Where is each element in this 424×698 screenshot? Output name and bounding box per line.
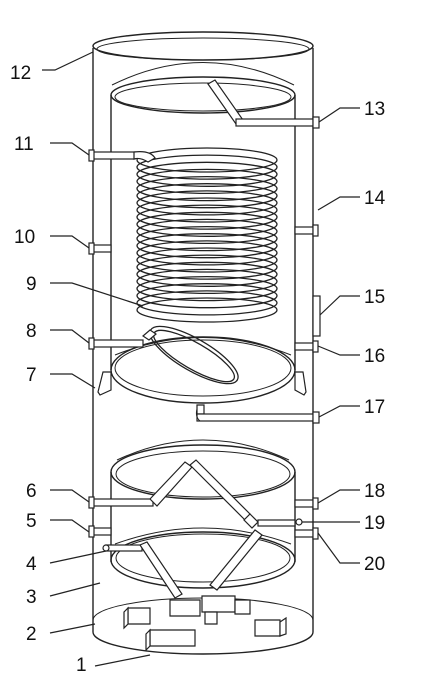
support-legs <box>97 371 307 396</box>
coil-turn <box>136 161 278 187</box>
coil-turn <box>136 297 278 323</box>
callout-16: 16 <box>364 346 385 367</box>
callout-9: 9 <box>26 274 37 295</box>
leader-7 <box>50 373 96 389</box>
upper-bottom-outlet <box>195 404 320 424</box>
leader-10 <box>50 235 90 249</box>
callout-10: 10 <box>14 227 35 248</box>
lower-coil-loop <box>142 325 239 385</box>
leader-8 <box>50 329 90 344</box>
coil-turn <box>136 147 278 173</box>
coil-turn <box>136 204 278 230</box>
callout-12: 12 <box>10 63 31 84</box>
coil-turn <box>136 275 278 302</box>
coil-turn <box>136 218 278 245</box>
coil-turn <box>136 190 278 216</box>
coil-turn <box>136 175 278 202</box>
leader-18 <box>317 489 360 504</box>
lower-vessel <box>110 439 296 589</box>
callout-13: 13 <box>364 99 385 120</box>
coil-turn <box>136 290 278 316</box>
coil-turn <box>136 197 278 223</box>
callout-20: 20 <box>364 554 385 575</box>
leader-11 <box>50 142 90 156</box>
leader-2 <box>49 623 96 634</box>
coil-turn <box>136 183 278 209</box>
leader-16 <box>317 345 360 356</box>
callout-3: 3 <box>26 587 37 608</box>
side-sockets <box>88 224 319 353</box>
callout-19: 19 <box>364 513 385 534</box>
leader-6 <box>50 489 90 503</box>
coil-turn <box>136 247 278 273</box>
callout-2: 2 <box>26 624 37 645</box>
top-outlet-pipe <box>207 79 320 129</box>
leader-3 <box>49 582 101 597</box>
leader-13 <box>318 107 360 123</box>
leader-14 <box>317 196 360 211</box>
leader-20 <box>317 532 360 564</box>
coil-turn <box>136 254 278 280</box>
callout-7: 7 <box>26 365 37 386</box>
coil-heat-exchanger <box>136 147 278 323</box>
thermowell <box>312 295 321 337</box>
callout-8: 8 <box>26 321 37 342</box>
bottom-feet <box>123 595 287 652</box>
coil-turn <box>136 168 278 195</box>
leader-9 <box>50 282 144 307</box>
callout-1: 1 <box>76 655 87 676</box>
callout-18: 18 <box>364 481 385 502</box>
coil-turn <box>136 154 278 180</box>
leader-lines <box>42 51 360 667</box>
coil-turn <box>136 268 278 295</box>
callout-6: 6 <box>26 481 37 502</box>
coil-turn <box>136 233 278 259</box>
leader-17 <box>318 405 360 418</box>
coil-connections <box>88 149 156 350</box>
lower-vessel-pipes <box>88 459 319 599</box>
callout-15: 15 <box>364 287 385 308</box>
callout-11: 11 <box>14 134 34 155</box>
callout-17: 17 <box>364 397 385 418</box>
coil-turn <box>136 261 278 287</box>
coil-turn <box>136 240 278 266</box>
leader-15 <box>319 295 360 316</box>
callout-14: 14 <box>364 188 386 209</box>
leader-12 <box>42 51 94 71</box>
coil-turn <box>136 211 278 237</box>
callout-5: 5 <box>26 511 37 532</box>
callout-labels: 1 2 3 4 5 6 7 8 9 10 11 12 13 14 15 16 1… <box>10 63 386 676</box>
leader-4 <box>49 550 107 564</box>
leader-5 <box>50 519 90 533</box>
callout-4: 4 <box>26 554 37 575</box>
coil-turn <box>136 283 278 309</box>
leader-1 <box>94 654 151 667</box>
coil-turn <box>136 225 278 252</box>
